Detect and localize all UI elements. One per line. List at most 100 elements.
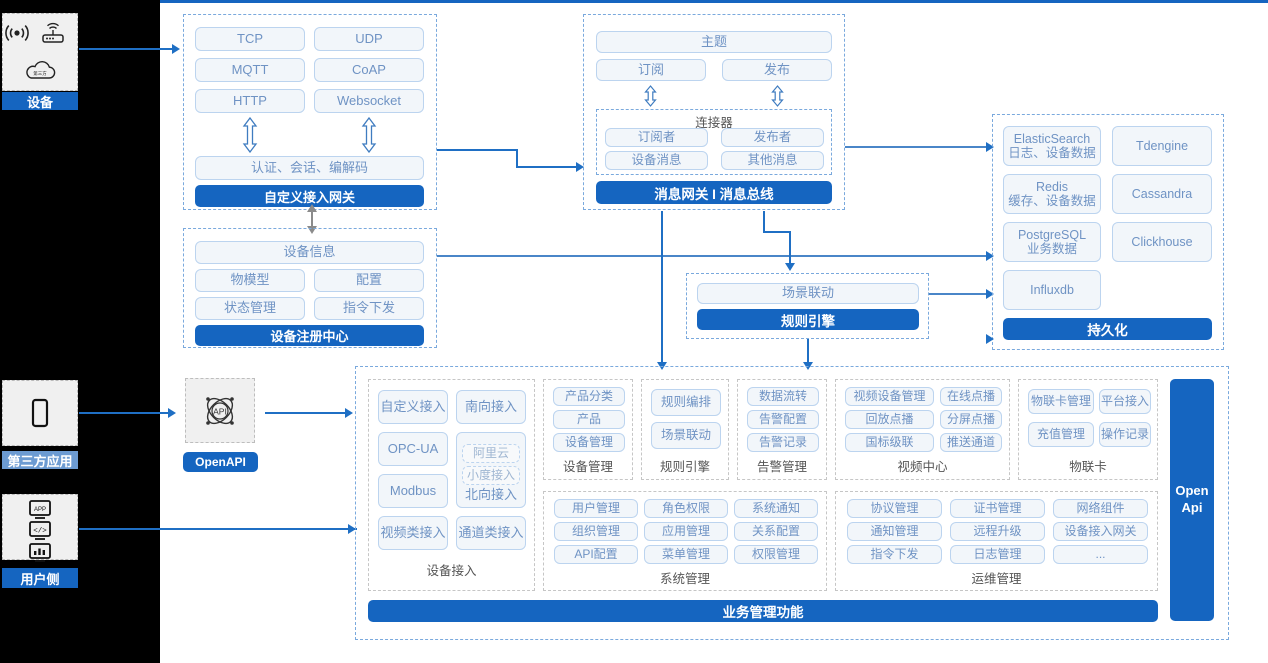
bus-subscribe[interactable]: 订阅 [596, 59, 706, 81]
connector-publisher[interactable]: 发布者 [721, 128, 824, 147]
bus-topic[interactable]: 主题 [596, 31, 832, 53]
ic-operation-log[interactable]: 操作记录 [1099, 422, 1151, 447]
store-tdengine[interactable]: Tdengine [1112, 126, 1212, 166]
system-management-group: 用户管理 角色权限 系统通知 组织管理 应用管理 关系配置 API配置 菜单管理… [543, 491, 827, 591]
dm-device-management[interactable]: 设备管理 [553, 433, 625, 452]
dm-product-category[interactable]: 产品分类 [553, 387, 625, 406]
vc-online-vod[interactable]: 在线点播 [940, 387, 1002, 406]
openapi-label-bar[interactable]: OpenAPI [183, 452, 258, 472]
connector-bus-to-business [661, 211, 663, 364]
re-rule-orchestration[interactable]: 规则编排 [651, 389, 721, 416]
cloud-icon: 第三方 [3, 60, 77, 83]
sm-permission-management[interactable]: 权限管理 [734, 545, 818, 564]
protocol-http[interactable]: HTTP [195, 89, 305, 113]
connector-other-message[interactable]: 其他消息 [721, 151, 824, 170]
om-device-access-gateway[interactable]: 设备接入网关 [1053, 522, 1148, 541]
sm-api-config[interactable]: API配置 [554, 545, 638, 564]
vc-split-screen-vod[interactable]: 分屏点播 [940, 410, 1002, 429]
om-notification-management[interactable]: 通知管理 [847, 522, 942, 541]
registry-device-info[interactable]: 设备信息 [195, 241, 424, 264]
ic-recharge-management[interactable]: 充值管理 [1028, 422, 1094, 447]
om-protocol-management[interactable]: 协议管理 [847, 499, 942, 518]
ic-card-management[interactable]: 物联卡管理 [1028, 389, 1094, 414]
vc-push-channel[interactable]: 推送通道 [940, 433, 1002, 452]
device-registry-group: 设备信息 物模型 配置 状态管理 指令下发 设备注册中心 [183, 228, 437, 348]
sm-app-management[interactable]: 应用管理 [644, 522, 728, 541]
store-redis[interactable]: Redis 缓存、设备数据 [1003, 174, 1101, 214]
arrow-registry-to-persistence [986, 251, 994, 261]
access-xiaodu[interactable]: 小度接入 [462, 466, 520, 486]
access-custom[interactable]: 自定义接入 [378, 390, 448, 424]
sm-org-management[interactable]: 组织管理 [554, 522, 638, 541]
store-influxdb[interactable]: Influxdb [1003, 270, 1101, 310]
access-opcua[interactable]: OPC-UA [378, 432, 448, 466]
protocol-coap[interactable]: CoAP [314, 58, 424, 82]
access-modbus[interactable]: Modbus [378, 474, 448, 508]
am-alarm-config[interactable]: 告警配置 [747, 410, 819, 429]
om-network-component[interactable]: 网络组件 [1053, 499, 1148, 518]
registry-config[interactable]: 配置 [314, 269, 424, 292]
sm-role-permission[interactable]: 角色权限 [644, 499, 728, 518]
store-clickhouse[interactable]: Clickhouse [1112, 222, 1212, 262]
rail-user-side-label: 用户侧 [2, 568, 78, 588]
registry-state-management[interactable]: 状态管理 [195, 297, 305, 320]
gateway-bar[interactable]: 自定义接入网关 [195, 185, 424, 207]
om-command-dispatch[interactable]: 指令下发 [847, 545, 942, 564]
business-bottom-bar[interactable]: 业务管理功能 [368, 600, 1158, 622]
sm-system-notification[interactable]: 系统通知 [734, 499, 818, 518]
protocol-tcp[interactable]: TCP [195, 27, 305, 51]
protocol-websocket[interactable]: Websocket [314, 89, 424, 113]
vc-video-device-management[interactable]: 视频设备管理 [845, 387, 934, 406]
sm-relation-config[interactable]: 关系配置 [734, 522, 818, 541]
open-api-vertical-bar[interactable]: Open Api [1170, 379, 1214, 621]
rail-third-party-label: 第三方应用 [2, 451, 78, 469]
om-more[interactable]: ... [1053, 545, 1148, 564]
rules-engine-bar[interactable]: 规则引擎 [697, 309, 919, 330]
double-arrow-protocols-right [360, 117, 378, 153]
sm-menu-management[interactable]: 菜单管理 [644, 545, 728, 564]
registry-thing-model[interactable]: 物模型 [195, 269, 305, 292]
sm-user-management[interactable]: 用户管理 [554, 499, 638, 518]
vc-playback-vod[interactable]: 回放点播 [845, 410, 934, 429]
am-data-transfer[interactable]: 数据流转 [747, 387, 819, 406]
om-remote-upgrade[interactable]: 远程升级 [950, 522, 1045, 541]
access-channel[interactable]: 通道类接入 [456, 516, 526, 550]
connector-subscriber[interactable]: 订阅者 [605, 128, 708, 147]
connector-title: 连接器 [695, 116, 733, 130]
om-certificate-management[interactable]: 证书管理 [950, 499, 1045, 518]
connector-gateway-to-bus-h2 [516, 166, 578, 168]
connector-bus-to-rules-v2 [789, 231, 791, 265]
access-northbound[interactable]: 阿里云 小度接入 北向接入 [456, 432, 526, 508]
protocol-udp[interactable]: UDP [314, 27, 424, 51]
store-elasticsearch[interactable]: ElasticSearch 日志、设备数据 [1003, 126, 1101, 166]
connector-device-message[interactable]: 设备消息 [605, 151, 708, 170]
device-management-caption: 设备管理 [562, 460, 613, 474]
am-alarm-record[interactable]: 告警记录 [747, 433, 819, 452]
om-log-management[interactable]: 日志管理 [950, 545, 1045, 564]
re-scene-linkage[interactable]: 场景联动 [651, 422, 721, 449]
scene-linkage-pill[interactable]: 场景联动 [697, 283, 919, 304]
vc-gb-cascade[interactable]: 国标级联 [845, 433, 934, 452]
ops-management-group: 协议管理 证书管理 网络组件 通知管理 远程升级 设备接入网关 指令下发 日志管… [835, 491, 1158, 591]
access-video[interactable]: 视频类接入 [378, 516, 448, 550]
device-access-group: 自定义接入 南向接入 OPC-UA Modbus 阿里云 小度接入 北向接入 视… [368, 379, 535, 591]
bus-publish[interactable]: 发布 [722, 59, 832, 81]
message-bus-bar[interactable]: 消息网关 I 消息总线 [596, 181, 832, 204]
access-aliyun[interactable]: 阿里云 [462, 444, 520, 464]
access-northbound-label: 北向接入 [464, 487, 517, 503]
wifi-signal-icon [4, 24, 40, 42]
persistence-bar[interactable]: 持久化 [1003, 318, 1212, 340]
alarm-management-group: 数据流转 告警配置 告警记录 告警管理 [737, 379, 827, 480]
store-postgresql-desc: 业务数据 [1026, 242, 1077, 256]
registry-command-dispatch[interactable]: 指令下发 [314, 297, 424, 320]
dm-product[interactable]: 产品 [553, 410, 625, 429]
store-cassandra[interactable]: Cassandra [1112, 174, 1212, 214]
gateway-middle[interactable]: 认证、会话、编解码 [195, 156, 424, 180]
double-arrow-subscribe [643, 85, 658, 107]
access-southbound[interactable]: 南向接入 [456, 390, 526, 424]
protocol-mqtt[interactable]: MQTT [195, 58, 305, 82]
store-postgresql[interactable]: PostgreSQL 业务数据 [1003, 222, 1101, 262]
ic-platform-access[interactable]: 平台接入 [1099, 389, 1151, 414]
connector-registry-to-persistence [437, 255, 990, 257]
device-registry-bar[interactable]: 设备注册中心 [195, 325, 424, 346]
